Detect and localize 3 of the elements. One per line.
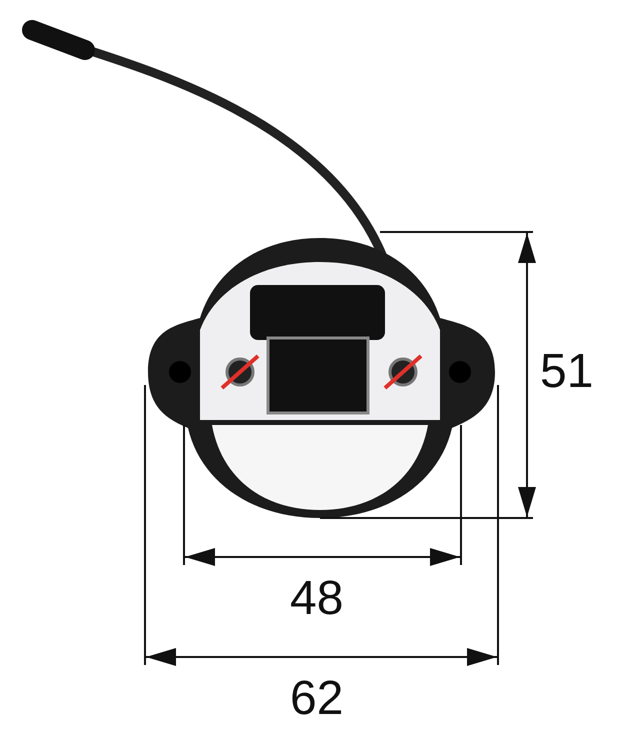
dimension-label: 48 [290,575,344,623]
dimension-label: 62 [290,675,344,723]
dimension-label: 51 [540,348,594,396]
